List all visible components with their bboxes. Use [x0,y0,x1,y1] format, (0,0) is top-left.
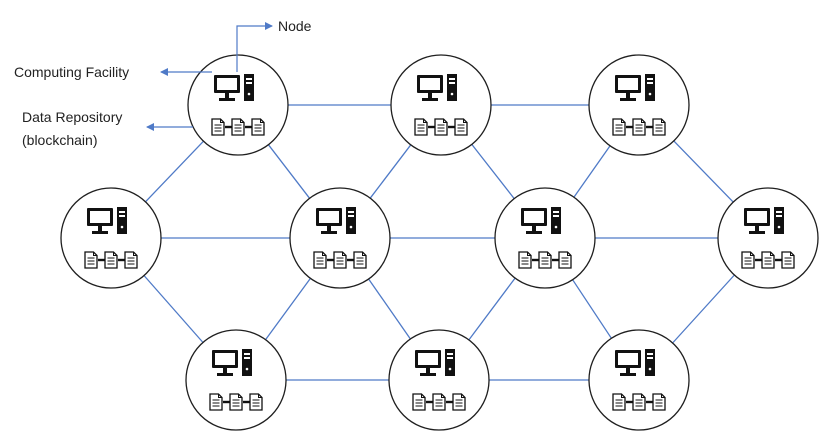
blockchain-documents-icon [212,119,264,135]
data-repository-label: Data Repository [22,109,122,125]
edge-n6-n9 [468,277,516,341]
blockchain-documents-icon [613,119,665,135]
network-node [60,187,162,289]
network-node [588,54,690,156]
node-label: Node [278,18,312,34]
network-node [388,329,490,431]
blockchain-documents-icon [210,394,262,410]
nodes [60,54,819,431]
blockchain-documents-icon [415,119,467,135]
node-circle [289,187,391,289]
edge-n7-n10 [672,274,735,344]
network-node [185,329,287,431]
edge-n3-n7 [673,140,734,203]
blockchain-documents-icon [742,252,794,268]
legend-annotations: Node Computing Facility Data Repository … [14,18,312,148]
node-circle [187,54,289,156]
network-node [494,187,596,289]
edge-n5-n8 [264,277,312,341]
network-node [717,187,819,289]
blockchain-documents-icon [85,252,137,268]
blockchain-documents-icon [413,394,465,410]
edge-n2-n6 [471,143,515,200]
edge-n1-n5 [267,144,311,199]
network-node [588,329,690,431]
node-callout-arrow [236,22,273,72]
blockchain-documents-icon [314,252,366,268]
network-node [289,187,391,289]
network-node [390,54,492,156]
node-circle [185,329,287,431]
computing-facility-label: Computing Facility [14,64,129,80]
connections [143,104,735,381]
network-node [187,54,289,156]
node-circle [390,54,492,156]
node-circle [588,329,690,431]
node-circle [588,54,690,156]
blockchain-documents-icon [613,394,665,410]
edge-n4-n8 [143,275,204,343]
data-repository-sublabel: (blockchain) [22,132,97,148]
node-circle [494,187,596,289]
node-circle [60,187,162,289]
node-circle [717,187,819,289]
edge-n1-n4 [145,140,204,203]
edge-n5-n9 [368,278,411,340]
edge-n6-n10 [572,279,612,339]
edge-n2-n5 [369,144,412,199]
edge-n3-n6 [573,145,611,198]
node-circle [388,329,490,431]
blockchain-documents-icon [519,252,571,268]
